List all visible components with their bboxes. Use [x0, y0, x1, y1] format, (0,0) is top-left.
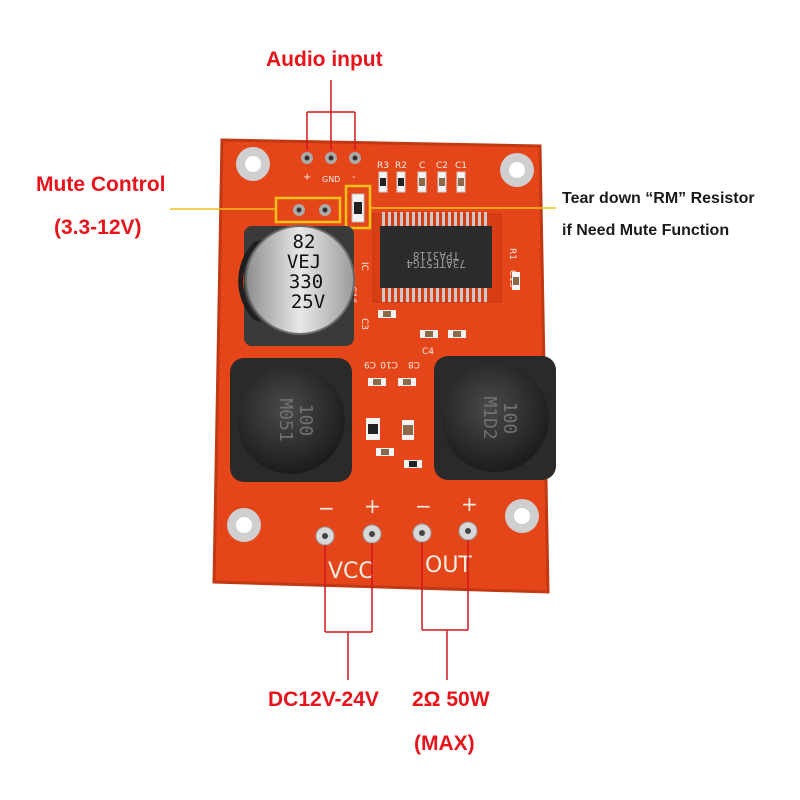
vcc-silk-label: VCC [328, 559, 374, 584]
silk-c4: C4 [422, 347, 434, 357]
audio-input-bracket [306, 80, 356, 150]
power-pads [315, 524, 382, 546]
tear-down-label: Tear down “RM” Resistor [562, 190, 755, 207]
silk-r1: R1 [507, 248, 517, 260]
mute-voltage-label: (3.3-12V) [54, 216, 142, 239]
cap-line-3: 330 [289, 271, 323, 293]
mounting-hole [505, 499, 539, 533]
silk-ic: IC [359, 262, 369, 271]
power-plus-sign: + [364, 494, 381, 518]
output-minus-sign: − [415, 494, 432, 518]
mounting-hole [500, 153, 534, 187]
power-bracket [324, 543, 373, 680]
silk-c8: C8 [408, 359, 420, 369]
inductor-left: 100 M051 [230, 358, 352, 482]
silk-r3: R3 [377, 161, 389, 171]
silk-c1: C1 [455, 161, 467, 171]
silk-c2: C2 [436, 161, 448, 171]
ic-marking-bottom: 73ATF5TG4 [406, 257, 466, 270]
inductor-right: 100 M1D2 [434, 356, 556, 480]
ic-marking-top: TPA3118 [413, 249, 459, 262]
power-minus-sign: − [318, 496, 335, 520]
inductor-left-text-1: 100 [295, 404, 316, 437]
silk-c10: C10 [380, 359, 398, 369]
input-pin-plus: + [303, 172, 311, 183]
electrolytic-capacitor: 82 VEJ 330 25V [238, 225, 355, 346]
mute-function-label: if Need Mute Function [562, 222, 730, 239]
top-smd-parts [378, 171, 466, 193]
silk-c: C [419, 161, 425, 171]
inductor-right-text-2: M1D2 [479, 396, 500, 439]
output-plus-sign: + [461, 492, 478, 516]
cap-line-4: 25V [291, 291, 325, 313]
mute-control-label: Mute Control [36, 173, 166, 196]
cap-line-2: VEJ [287, 251, 321, 273]
power-spec-label: DC12V-24V [268, 688, 379, 711]
output-bracket [421, 540, 469, 680]
inductor-right-text-1: 100 [499, 402, 520, 435]
input-pin-gnd: GND [322, 175, 340, 184]
amplifier-ic: TPA3118 73ATF5TG4 [372, 212, 502, 303]
audio-input-label: Audio input [266, 48, 383, 71]
mounting-hole [236, 147, 270, 181]
output-spec-label: 2Ω 50W [412, 688, 490, 711]
silk-c9: C9 [364, 359, 376, 369]
mute-pads-highlight [274, 196, 342, 224]
inductor-left-text-2: M051 [275, 398, 296, 441]
mounting-hole [227, 508, 261, 542]
mute-control-pads [293, 204, 331, 216]
cap-line-1: 82 [293, 231, 316, 253]
out-silk-label: OUT [425, 553, 472, 578]
middle-smd-parts [366, 378, 422, 468]
output-max-label: (MAX) [414, 732, 475, 755]
silk-r2: R2 [395, 161, 407, 171]
audio-input-pads [301, 152, 361, 164]
silk-c3: C3 [359, 318, 369, 330]
output-pads [412, 521, 478, 543]
rm-resistor-highlight [344, 184, 372, 230]
input-pin-minus: - [352, 172, 356, 183]
